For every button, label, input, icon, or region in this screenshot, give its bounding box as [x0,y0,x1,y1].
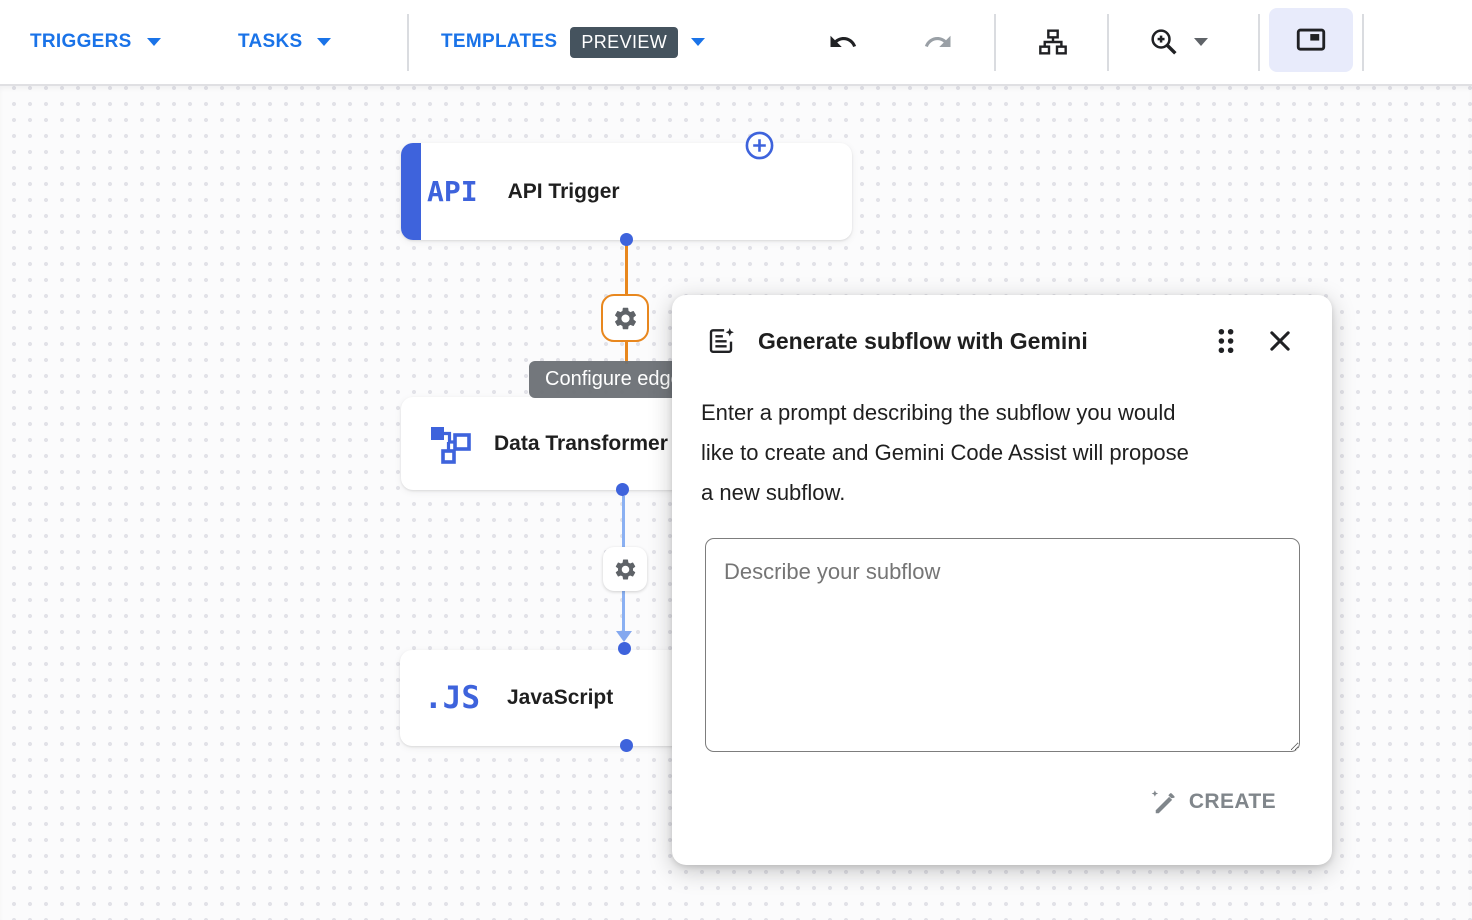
close-dialog-button[interactable] [1266,327,1294,355]
dialog-title: Generate subflow with Gemini [758,327,1088,354]
top-toolbar: TRIGGERS TASKS TEMPLATES PREVIEW [0,0,1472,86]
triggers-menu-label: TRIGGERS [30,31,132,52]
plus-circle-icon [745,131,774,160]
description-line: a new subflow. [701,480,846,505]
workflow-canvas[interactable]: API API Trigger Configure edge Data Tran… [0,86,1472,920]
auto-layout-button[interactable] [1024,0,1082,84]
zoom-in-icon [1151,29,1177,55]
chevron-down-icon [1194,38,1208,46]
toolbar-divider [1258,14,1260,71]
zoom-menu-button[interactable] [1148,0,1208,84]
subflow-prompt-input[interactable] [705,538,1300,752]
redo-icon [924,35,951,47]
generate-subflow-dialog: Generate subflow with Gemini [672,295,1332,865]
templates-menu-label: TEMPLATES [441,31,558,52]
configure-edge-tooltip: Configure edge [529,361,698,398]
configure-edge-button[interactable] [603,547,647,591]
create-button[interactable]: CREATE [1147,782,1276,822]
connection-handle[interactable] [620,739,633,752]
undo-button[interactable] [814,0,872,84]
tasks-menu-label: TASKS [238,31,303,52]
toolbar-divider [994,14,996,71]
add-node-button[interactable] [744,130,775,161]
toolbar-divider [1362,14,1364,71]
toolbar-divider [1107,14,1109,71]
chevron-down-icon [317,38,332,46]
gear-icon [614,307,636,329]
connection-handle[interactable] [620,233,633,246]
js-badge-icon: .JS [424,680,480,716]
create-button-label: CREATE [1188,790,1276,813]
redo-button[interactable] [909,0,967,84]
triggers-menu-button[interactable]: TRIGGERS [30,0,161,84]
node-api-trigger[interactable]: API API Trigger [401,143,852,240]
minimap-toggle-icon [1296,28,1326,51]
edge-api-to-transformer[interactable] [625,342,628,364]
chevron-down-icon [691,38,706,46]
drag-handle-icon [1218,329,1234,353]
api-badge-icon: API [427,175,478,208]
flowchart-layout-icon [1039,29,1067,55]
node-title: API Trigger [507,179,620,203]
description-line: Enter a prompt describing the subflow yo… [701,400,1176,425]
doc-sparkle-icon [709,328,734,353]
preview-badge: PREVIEW [570,26,679,58]
connection-handle[interactable] [616,483,629,496]
drag-handle[interactable] [1214,326,1238,356]
close-icon [1270,331,1290,351]
tasks-menu-button[interactable]: TASKS [238,0,332,84]
minimap-toggle-button[interactable] [1269,8,1353,72]
trigger-accent-bar [401,143,421,240]
node-title: JavaScript [507,686,614,709]
chevron-down-icon [146,38,161,46]
description-line: like to create and Gemini Code Assist wi… [701,440,1189,465]
toolbar-divider [407,14,409,71]
undo-icon [830,35,857,47]
dialog-description: Enter a prompt describing the subflow yo… [701,393,1189,513]
dialog-header: Generate subflow with Gemini [706,323,1294,359]
gear-icon [615,559,635,579]
edge-api-to-transformer[interactable] [625,244,628,294]
configure-edge-button[interactable] [601,294,649,342]
templates-menu-button[interactable]: TEMPLATES PREVIEW [441,0,706,84]
connection-handle[interactable] [618,642,631,655]
node-title: Data Transformer [494,431,668,455]
edge-arrowhead [616,631,632,642]
pencil-sparkle-icon [1151,790,1175,814]
data-transformer-icon [431,426,471,464]
